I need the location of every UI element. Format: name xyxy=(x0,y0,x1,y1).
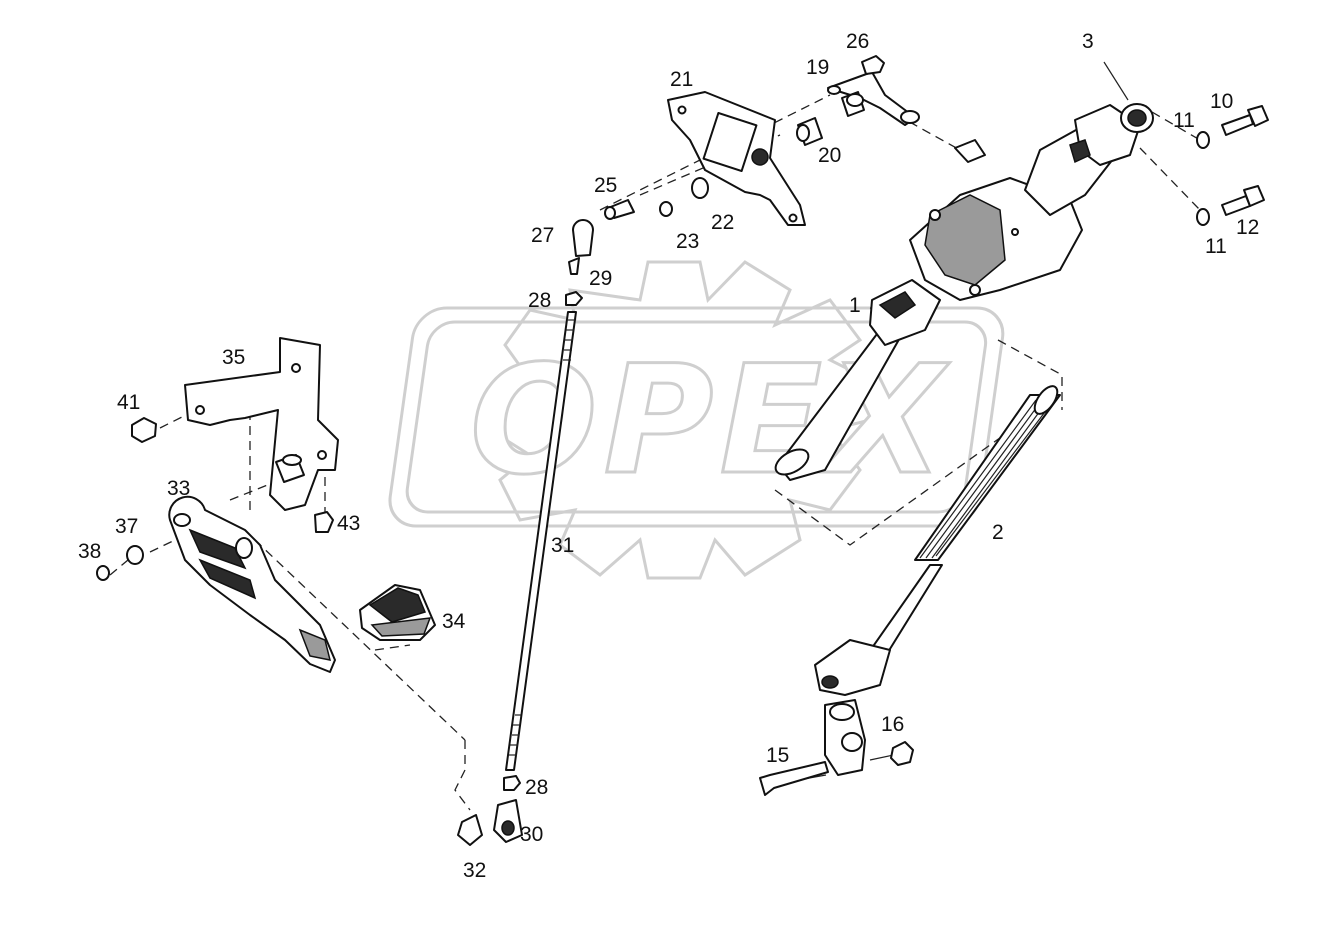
watermark-badge-outer xyxy=(388,306,1005,528)
part-19-lever xyxy=(827,71,920,126)
part-33-pedal-arm xyxy=(168,495,336,673)
part-38-clip xyxy=(96,565,110,581)
part-34-pedal-pad xyxy=(359,584,436,641)
callout-16: 16 xyxy=(881,713,904,736)
part-2-splined-shaft xyxy=(814,385,1061,696)
part-11-washer-lower xyxy=(1196,208,1210,226)
callout-12: 12 xyxy=(1236,216,1259,239)
part-yoke xyxy=(824,699,866,776)
callout-2: 2 xyxy=(992,521,1004,544)
callout-29: 29 xyxy=(589,267,612,290)
part-20-bushing xyxy=(796,117,823,146)
part-25-stud xyxy=(604,199,635,220)
callout-34: 34 xyxy=(442,610,466,633)
callout-23: 23 xyxy=(676,230,699,253)
callout-1: 1 xyxy=(849,294,861,317)
callout-31: 31 xyxy=(551,534,574,557)
part-10-bolt xyxy=(1221,105,1269,136)
part-21-bracket-plate xyxy=(667,91,806,226)
part-1-steering-column xyxy=(774,103,1154,481)
callout-11-upper: 11 xyxy=(1173,109,1195,132)
callout-43: 43 xyxy=(337,512,360,535)
watermark-badge-inner xyxy=(405,320,988,514)
part-12-bolt xyxy=(1221,185,1265,216)
part-26-nut xyxy=(861,55,885,75)
callout-33: 33 xyxy=(167,477,190,500)
callout-labels: 1 2 3 10 11 11 12 15 16 19 20 21 22 23 2… xyxy=(78,30,1259,882)
callout-22: 22 xyxy=(711,211,734,234)
callout-38: 38 xyxy=(78,540,101,563)
part-35-support-bracket xyxy=(184,337,339,511)
part-22-washer xyxy=(691,177,709,199)
callout-28-top: 28 xyxy=(528,289,551,312)
part-28-nut-top xyxy=(565,291,583,306)
callout-15: 15 xyxy=(766,744,789,767)
part-11-washer-upper xyxy=(1196,131,1210,149)
callout-20: 20 xyxy=(818,144,841,167)
callout-19: 19 xyxy=(806,56,829,79)
callout-35: 35 xyxy=(222,346,245,369)
callout-26: 26 xyxy=(846,30,869,53)
part-31-rod xyxy=(505,311,577,771)
part-23-clip xyxy=(659,201,673,217)
part-15-bolt xyxy=(759,761,829,796)
callout-41: 41 xyxy=(117,391,140,414)
part-43-nut xyxy=(314,511,334,533)
part-28-nut-bottom xyxy=(503,775,521,791)
callout-32: 32 xyxy=(463,859,486,882)
watermark-gear xyxy=(488,260,872,580)
callout-21: 21 xyxy=(670,68,693,91)
callout-25: 25 xyxy=(594,174,617,197)
part-29-pin xyxy=(568,257,580,275)
callout-10: 10 xyxy=(1210,90,1233,113)
part-41-bolt xyxy=(131,417,157,443)
part-32-spring-clip xyxy=(457,814,483,846)
part-37-washer xyxy=(126,545,144,565)
callout-30: 30 xyxy=(520,823,543,846)
part-16-nut xyxy=(890,741,914,766)
callout-37: 37 xyxy=(115,515,138,538)
part-27-ball-socket xyxy=(572,219,594,257)
callout-3: 3 xyxy=(1082,30,1094,53)
callout-27: 27 xyxy=(531,224,554,247)
callout-11-lower: 11 xyxy=(1205,235,1227,258)
callout-28-bottom: 28 xyxy=(525,776,548,799)
part-30-clevis xyxy=(493,799,523,843)
